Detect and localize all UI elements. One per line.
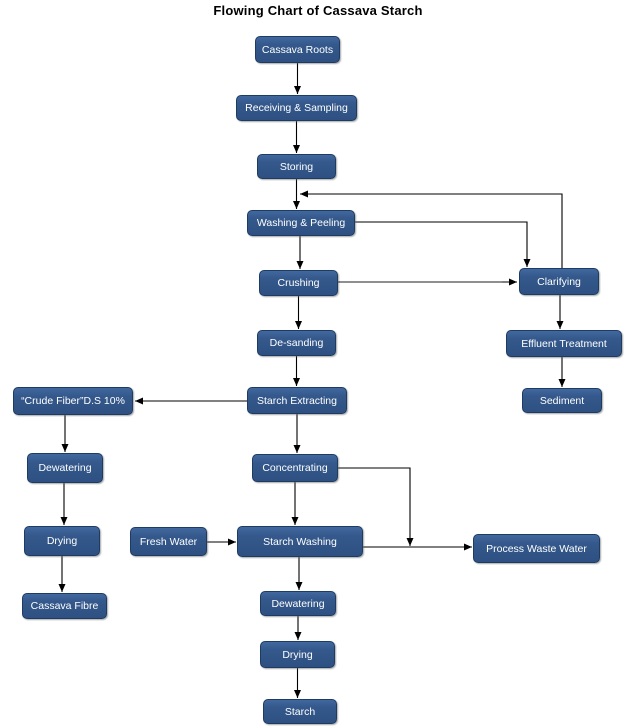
node-de-sanding: De-sanding: [257, 330, 336, 356]
node-clarifying: Clarifying: [519, 268, 599, 295]
node-receiving-sampling: Receiving & Sampling: [236, 95, 357, 121]
node-concentrating: Concentrating: [252, 454, 338, 482]
node-washing-peeling: Washing & Peeling: [247, 210, 355, 236]
node-process-waste-water: Process Waste Water: [473, 534, 600, 563]
node-fresh-water: Fresh Water: [130, 527, 207, 556]
node-starch-extracting: Starch Extracting: [247, 387, 347, 414]
node-crude-fiber: “Crude Fiber”D.S 10%: [13, 387, 133, 415]
node-cassava-roots: Cassava Roots: [255, 36, 340, 63]
node-sediment: Sediment: [522, 388, 602, 413]
edge-concentrating-to-process-waste-water: [338, 467, 414, 546]
node-starch: Starch: [263, 699, 337, 724]
node-cassava-fibre: Cassava Fibre: [22, 593, 107, 619]
node-starch-washing: Starch Washing: [237, 526, 363, 557]
node-storing: Storing: [257, 154, 336, 179]
node-effluent-treatment: Effluent Treatment: [506, 330, 622, 357]
node-dewatering-fiber: Dewatering: [27, 453, 103, 483]
node-crushing: Crushing: [259, 270, 338, 296]
page-title: Flowing Chart of Cassava Starch: [213, 3, 423, 18]
node-dewatering-starch: Dewatering: [260, 591, 336, 616]
node-drying-fiber: Drying: [24, 526, 100, 556]
edge-washing-peeling-to-clarifying: [355, 221, 531, 267]
node-drying-starch: Drying: [260, 641, 335, 668]
edge-clarifying-to-washing-peeling: [300, 190, 563, 268]
